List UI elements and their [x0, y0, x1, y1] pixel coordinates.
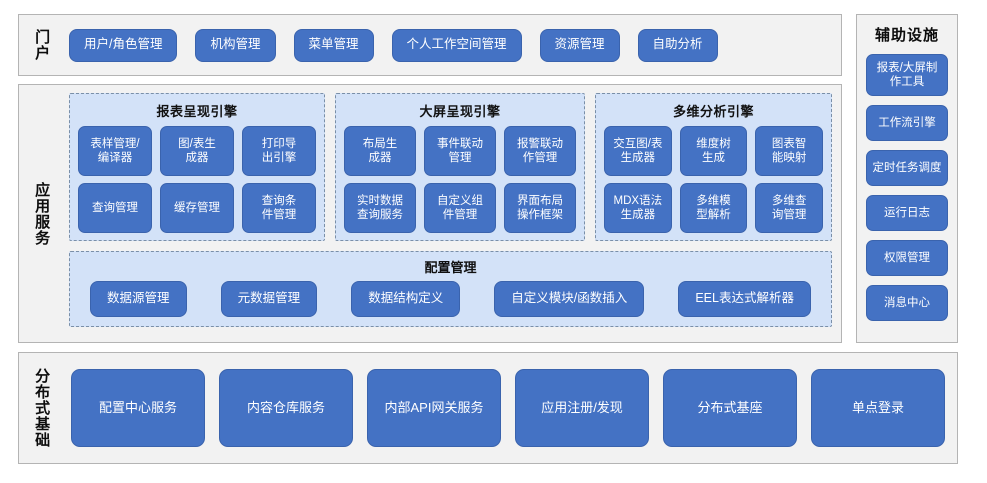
config-button-1[interactable]: 元数据管理: [220, 281, 318, 317]
engine-title-1: 大屏呈现引擎: [419, 104, 501, 119]
portal-button-1[interactable]: 机构管理: [195, 28, 276, 62]
distributed-foundation-row: 配置中心服务内容仓库服务内部API网关服务应用注册/发现分布式基座单点登录: [71, 353, 945, 463]
config-button-0[interactable]: 数据源管理: [90, 281, 187, 317]
distributed-foundation-section: 分布式基础 配置中心服务内容仓库服务内部API网关服务应用注册/发现分布式基座单…: [18, 352, 958, 464]
engine-1-button-3[interactable]: 实时数据 查询服务: [344, 183, 416, 233]
application-services-section: 应用服务 报表呈现引擎表样管理/ 编译器图/表生 成器打印导 出引擎查询管理缓存…: [18, 84, 842, 343]
engine-grid-0: 表样管理/ 编译器图/表生 成器打印导 出引擎查询管理缓存管理查询条 件管理: [78, 126, 316, 233]
aux-button-5[interactable]: 消息中心: [866, 285, 948, 321]
portal-section: 门户 用户/角色管理机构管理菜单管理个人工作空间管理资源管理自助分析: [18, 14, 842, 76]
engine-0-button-0[interactable]: 表样管理/ 编译器: [78, 126, 152, 176]
engine-2-button-3[interactable]: MDX语法 生成器: [604, 183, 672, 233]
application-services-body: 报表呈现引擎表样管理/ 编译器图/表生 成器打印导 出引擎查询管理缓存管理查询条…: [69, 93, 832, 334]
engine-2-button-4[interactable]: 多维模 型解析: [679, 183, 748, 233]
engine-0-button-3[interactable]: 查询管理: [78, 183, 152, 233]
engine-0-button-2[interactable]: 打印导 出引擎: [242, 126, 316, 176]
engine-grid-2: 交互图/表 生成器维度树 生成图表智 能映射 MDX语法 生成器多维模 型解析多维…: [604, 126, 823, 233]
engine-title-2: 多维分析引擎: [672, 104, 754, 119]
engine-2-button-5[interactable]: 多维查 询管理: [755, 183, 823, 233]
distributed-foundation-section-label: 分布式基础: [33, 368, 51, 448]
distributed-button-0[interactable]: 配置中心服务: [71, 369, 205, 447]
config-management-group: 配置管理 数据源管理元数据管理数据结构定义自定义模块/函数插入 EEL表达式解析器: [69, 251, 832, 327]
engine-2-button-0[interactable]: 交互图/表 生成器: [604, 126, 672, 176]
portal-button-4[interactable]: 资源管理: [539, 28, 620, 62]
engine-0-button-4[interactable]: 缓存管理: [160, 183, 234, 233]
config-management-row: 数据源管理元数据管理数据结构定义自定义模块/函数插入 EEL表达式解析器: [80, 281, 821, 319]
engine-0-button-1[interactable]: 图/表生 成器: [160, 126, 234, 176]
aux-button-0[interactable]: 报表/大屏制 作工具: [866, 54, 948, 96]
auxiliary-facilities-title: 辅助设施: [874, 27, 939, 44]
aux-button-1[interactable]: 工作流引擎: [866, 105, 948, 141]
engine-0-button-5[interactable]: 查询条 件管理: [242, 183, 316, 233]
config-button-4[interactable]: EEL表达式解析器: [678, 281, 811, 317]
distributed-button-4[interactable]: 分布式基座: [663, 369, 797, 447]
distributed-button-1[interactable]: 内容仓库服务: [219, 369, 353, 447]
portal-button-2[interactable]: 菜单管理: [293, 28, 374, 62]
engine-1-button-2[interactable]: 报警联动 作管理: [504, 126, 576, 176]
engines-row: 报表呈现引擎表样管理/ 编译器图/表生 成器打印导 出引擎查询管理缓存管理查询条…: [69, 93, 832, 241]
engine-2-button-2[interactable]: 图表智 能映射: [755, 126, 823, 176]
engine-grid-1: 布局生 成器事件联动 管理报警联动 作管理实时数据 查询服务自定义组 件管理界面…: [344, 126, 576, 233]
engine-1-button-5[interactable]: 界面布局 操作框架: [504, 183, 576, 233]
engine-group-0: 报表呈现引擎表样管理/ 编译器图/表生 成器打印导 出引擎查询管理缓存管理查询条…: [69, 93, 325, 241]
aux-button-3[interactable]: 运行日志: [866, 195, 948, 231]
portal-button-5[interactable]: 自助分析: [637, 28, 718, 62]
aux-button-2[interactable]: 定时任务调度: [866, 150, 948, 186]
auxiliary-facilities-list: 报表/大屏制 作工具工作流引擎定时任务调度运行日志权限管理消息中心: [857, 49, 957, 329]
engine-2-button-1[interactable]: 维度树 生成: [679, 126, 748, 176]
config-button-3[interactable]: 自定义模块/函数插入: [494, 281, 645, 317]
distributed-button-3[interactable]: 应用注册/发现: [515, 369, 649, 447]
portal-button-row: 用户/角色管理机构管理菜单管理个人工作空间管理资源管理自助分析: [69, 15, 831, 75]
distributed-button-2[interactable]: 内部API网关服务: [367, 369, 501, 447]
portal-section-label: 门户: [33, 29, 51, 61]
portal-button-0[interactable]: 用户/角色管理: [69, 28, 178, 62]
portal-button-3[interactable]: 个人工作空间管理: [391, 28, 522, 62]
engine-group-2: 多维分析引擎交互图/表 生成器维度树 生成图表智 能映射 MDX语法 生成器多维模…: [595, 93, 832, 241]
engine-1-button-0[interactable]: 布局生 成器: [344, 126, 416, 176]
engine-group-1: 大屏呈现引擎布局生 成器事件联动 管理报警联动 作管理实时数据 查询服务自定义组…: [335, 93, 585, 241]
application-services-section-label: 应用服务: [33, 181, 51, 246]
config-management-title: 配置管理: [424, 260, 477, 275]
engine-1-button-4[interactable]: 自定义组 件管理: [424, 183, 496, 233]
distributed-button-5[interactable]: 单点登录: [811, 369, 945, 447]
aux-button-4[interactable]: 权限管理: [866, 240, 948, 276]
engine-title-0: 报表呈现引擎: [156, 104, 238, 119]
auxiliary-facilities-section: 辅助设施 报表/大屏制 作工具工作流引擎定时任务调度运行日志权限管理消息中心: [856, 14, 958, 343]
config-button-2[interactable]: 数据结构定义: [351, 281, 461, 317]
engine-1-button-1[interactable]: 事件联动 管理: [424, 126, 496, 176]
